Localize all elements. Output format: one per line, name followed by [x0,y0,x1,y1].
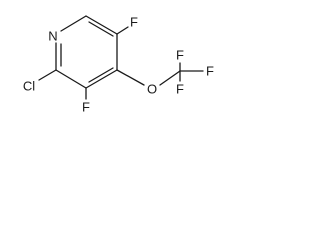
bond-c3-c2 [55,69,87,89]
chemical-structure: N F O F F F F Cl [23,15,214,115]
atom-labels: N F O F F F F Cl [23,15,214,115]
bond-c6-c5-inner [88,21,114,37]
atom-f-bottom-label: F [82,100,90,115]
bond-c6-c5 [85,15,118,35]
atom-n-label: N [48,29,57,44]
ring-bonds [55,15,118,89]
bond-o-cf3 [159,70,181,86]
atom-cl-label: Cl [23,79,35,94]
bond-n-c6 [60,15,87,32]
atom-cf3-f-bottom-label: F [176,82,184,97]
atom-cf3-f-top-label: F [176,48,184,63]
bond-c4-o [116,69,145,86]
atom-cf3-f-right-label: F [206,64,214,79]
bond-c4-c3-inner [88,67,114,83]
substituent-bonds [38,26,204,100]
bond-c4-c3 [85,69,118,89]
atom-f-top-label: F [130,15,138,30]
bond-c5-f [116,26,129,35]
atom-o-label: O [147,82,157,97]
bond-c2-cl [38,69,57,81]
